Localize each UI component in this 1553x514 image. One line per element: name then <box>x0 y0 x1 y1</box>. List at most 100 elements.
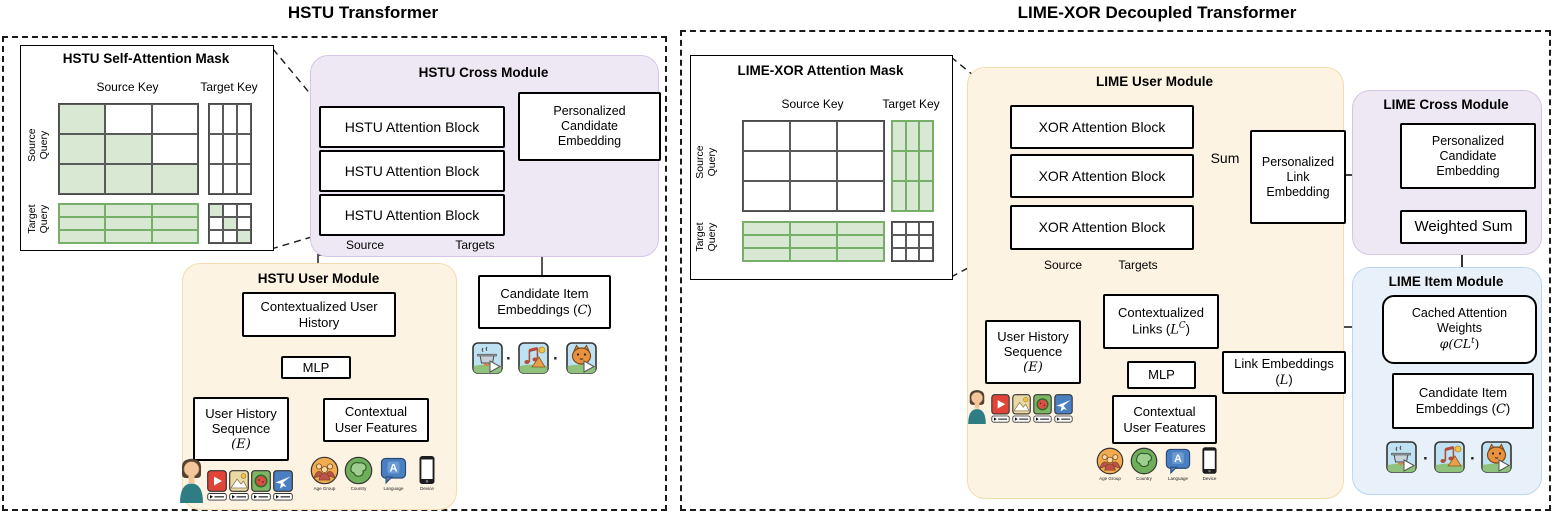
xor-attention-block-1: XOR Attention Block <box>1010 105 1194 149</box>
mask-cell-attend <box>59 217 106 230</box>
photo-video-icon <box>229 470 249 506</box>
mask-cell-blocked <box>919 248 933 261</box>
mask-cell-blocked <box>743 151 790 181</box>
mask-cell-attend <box>790 222 837 235</box>
watermelon-video-icon <box>251 470 271 506</box>
mask-cell-blocked <box>892 248 906 261</box>
mask-cell-attend <box>919 151 933 181</box>
mask-cell-blocked <box>237 204 251 217</box>
video-play-icon <box>207 470 227 506</box>
mask-cell-blocked <box>790 151 837 181</box>
sum-label: Sum <box>1210 150 1240 166</box>
personalized-link-embedding-box: Personalized Link Embedding <box>1250 130 1346 224</box>
country-icon: Country <box>1130 447 1158 481</box>
mask-cell-blocked <box>237 164 251 194</box>
hstu-cross-module-title: HSTU Cross Module <box>418 65 549 80</box>
mask-cell-attend <box>905 181 920 211</box>
hstu-attention-block-2: HSTU Attention Block <box>319 150 505 192</box>
mlp-box-right: MLP <box>1127 361 1196 389</box>
xor-attention-block-2: XOR Attention Block <box>1010 154 1194 198</box>
hstu-attention-block-3: HSTU Attention Block <box>319 194 505 236</box>
personalized-candidate-embedding-box: Personalized Candidate Embedding <box>518 92 661 161</box>
mask-cell-blocked <box>105 104 152 134</box>
svg-text:A: A <box>390 463 398 475</box>
candidate-item-embeddings-box-right: Candidate Item Embeddings (C) <box>1392 373 1534 429</box>
mask-cell-blocked <box>905 248 920 261</box>
mask-cell-attend <box>837 235 884 248</box>
cached-attention-weights-box: Cached Attention Weights φ(CLt) <box>1382 295 1537 364</box>
lime-mask-source-source <box>742 120 885 212</box>
mask-cell-attend <box>59 104 106 134</box>
mask-cell-attend <box>105 204 152 217</box>
mask-cell-blocked <box>237 134 251 164</box>
weighted-sum-box: Weighted Sum <box>1400 210 1527 244</box>
mask-cell-attend <box>905 121 920 151</box>
cooking-video-icon <box>1386 440 1417 479</box>
mask-cell-blocked <box>237 104 251 134</box>
mask-cell-blocked <box>237 217 251 230</box>
country-icon: Country <box>344 456 373 491</box>
mask-cell-blocked <box>905 222 920 235</box>
mask-cell-attend <box>59 230 106 243</box>
mask-cell-attend <box>59 134 106 164</box>
hstu-user-module-title: HSTU User Module <box>257 271 380 286</box>
contextualized-links-box: Contextualized Links (LC) <box>1103 294 1219 349</box>
music-photo-icon <box>518 342 549 379</box>
mask-cell-attend <box>743 235 790 248</box>
mask-cell-blocked <box>837 121 884 151</box>
mask-cell-blocked <box>919 222 933 235</box>
mask-cell-blocked <box>790 181 837 211</box>
mask-cell-attend <box>59 204 106 217</box>
hstu-mask-source-source <box>58 103 199 195</box>
hstu-panel-title: HSTU Transformer <box>287 3 439 22</box>
mask-cell-attend <box>105 217 152 230</box>
lime-targets-label: Targets <box>1118 258 1158 272</box>
lime-mask-title: LIME-XOR Attention Mask <box>737 63 904 78</box>
mask-cell-attend <box>237 230 251 243</box>
cooking-video-icon <box>472 342 503 379</box>
mask-cell-attend <box>790 235 837 248</box>
lime-panel-border <box>680 30 1551 511</box>
link-embeddings-box: Link Embeddings (L) <box>1222 351 1346 394</box>
mask-cell-attend <box>919 181 933 211</box>
mlp-box-left: MLP <box>281 356 351 379</box>
hstu-source-label: Source <box>345 238 385 252</box>
device-icon: Device <box>418 455 436 491</box>
contextualized-user-history-box: Contextualized User History <box>242 292 396 337</box>
lime-source-key-label: Source Key <box>781 97 844 111</box>
mask-cell-attend <box>151 164 198 194</box>
watermelon-video-icon <box>1033 394 1052 428</box>
language-icon: A Language <box>379 456 408 491</box>
mask-cell-blocked <box>151 134 198 164</box>
mask-cell-blocked <box>743 181 790 211</box>
hstu-target-key-label: Target Key <box>200 80 258 94</box>
photo-video-icon <box>1012 394 1031 428</box>
mask-cell-blocked <box>743 121 790 151</box>
music-photo-icon <box>1434 440 1465 479</box>
mask-cell-blocked <box>905 235 920 248</box>
dot-separator: · <box>1470 449 1476 468</box>
mask-cell-blocked <box>209 164 223 194</box>
hstu-attention-block-1: HSTU Attention Block <box>319 106 505 148</box>
lime-panel-title: LIME-XOR Decoupled Transformer <box>1017 3 1297 22</box>
user-history-sequence-box-right: User History Sequence (E) <box>985 320 1081 384</box>
cat-video-icon <box>1481 440 1512 479</box>
mask-cell-blocked <box>151 104 198 134</box>
mask-cell-attend <box>151 217 198 230</box>
mask-cell-attend <box>59 164 106 194</box>
hstu-targets-label: Targets <box>455 238 495 252</box>
hstu-mask-title: HSTU Self-Attention Mask <box>62 51 230 66</box>
mask-cell-attend <box>105 164 152 194</box>
mask-cell-attend <box>209 204 223 217</box>
mask-cell-blocked <box>892 235 906 248</box>
video-play-icon <box>991 394 1010 428</box>
lime-item-module-title: LIME Item Module <box>1388 274 1504 289</box>
language-icon: A Language <box>1164 447 1192 481</box>
mask-cell-attend <box>892 121 906 151</box>
dot-separator: · <box>1423 449 1429 468</box>
mask-cell-attend <box>105 230 152 243</box>
airplane-video-icon <box>273 470 293 506</box>
mask-cell-blocked <box>223 104 237 134</box>
lime-cross-module-title: LIME Cross Module <box>1383 97 1509 112</box>
